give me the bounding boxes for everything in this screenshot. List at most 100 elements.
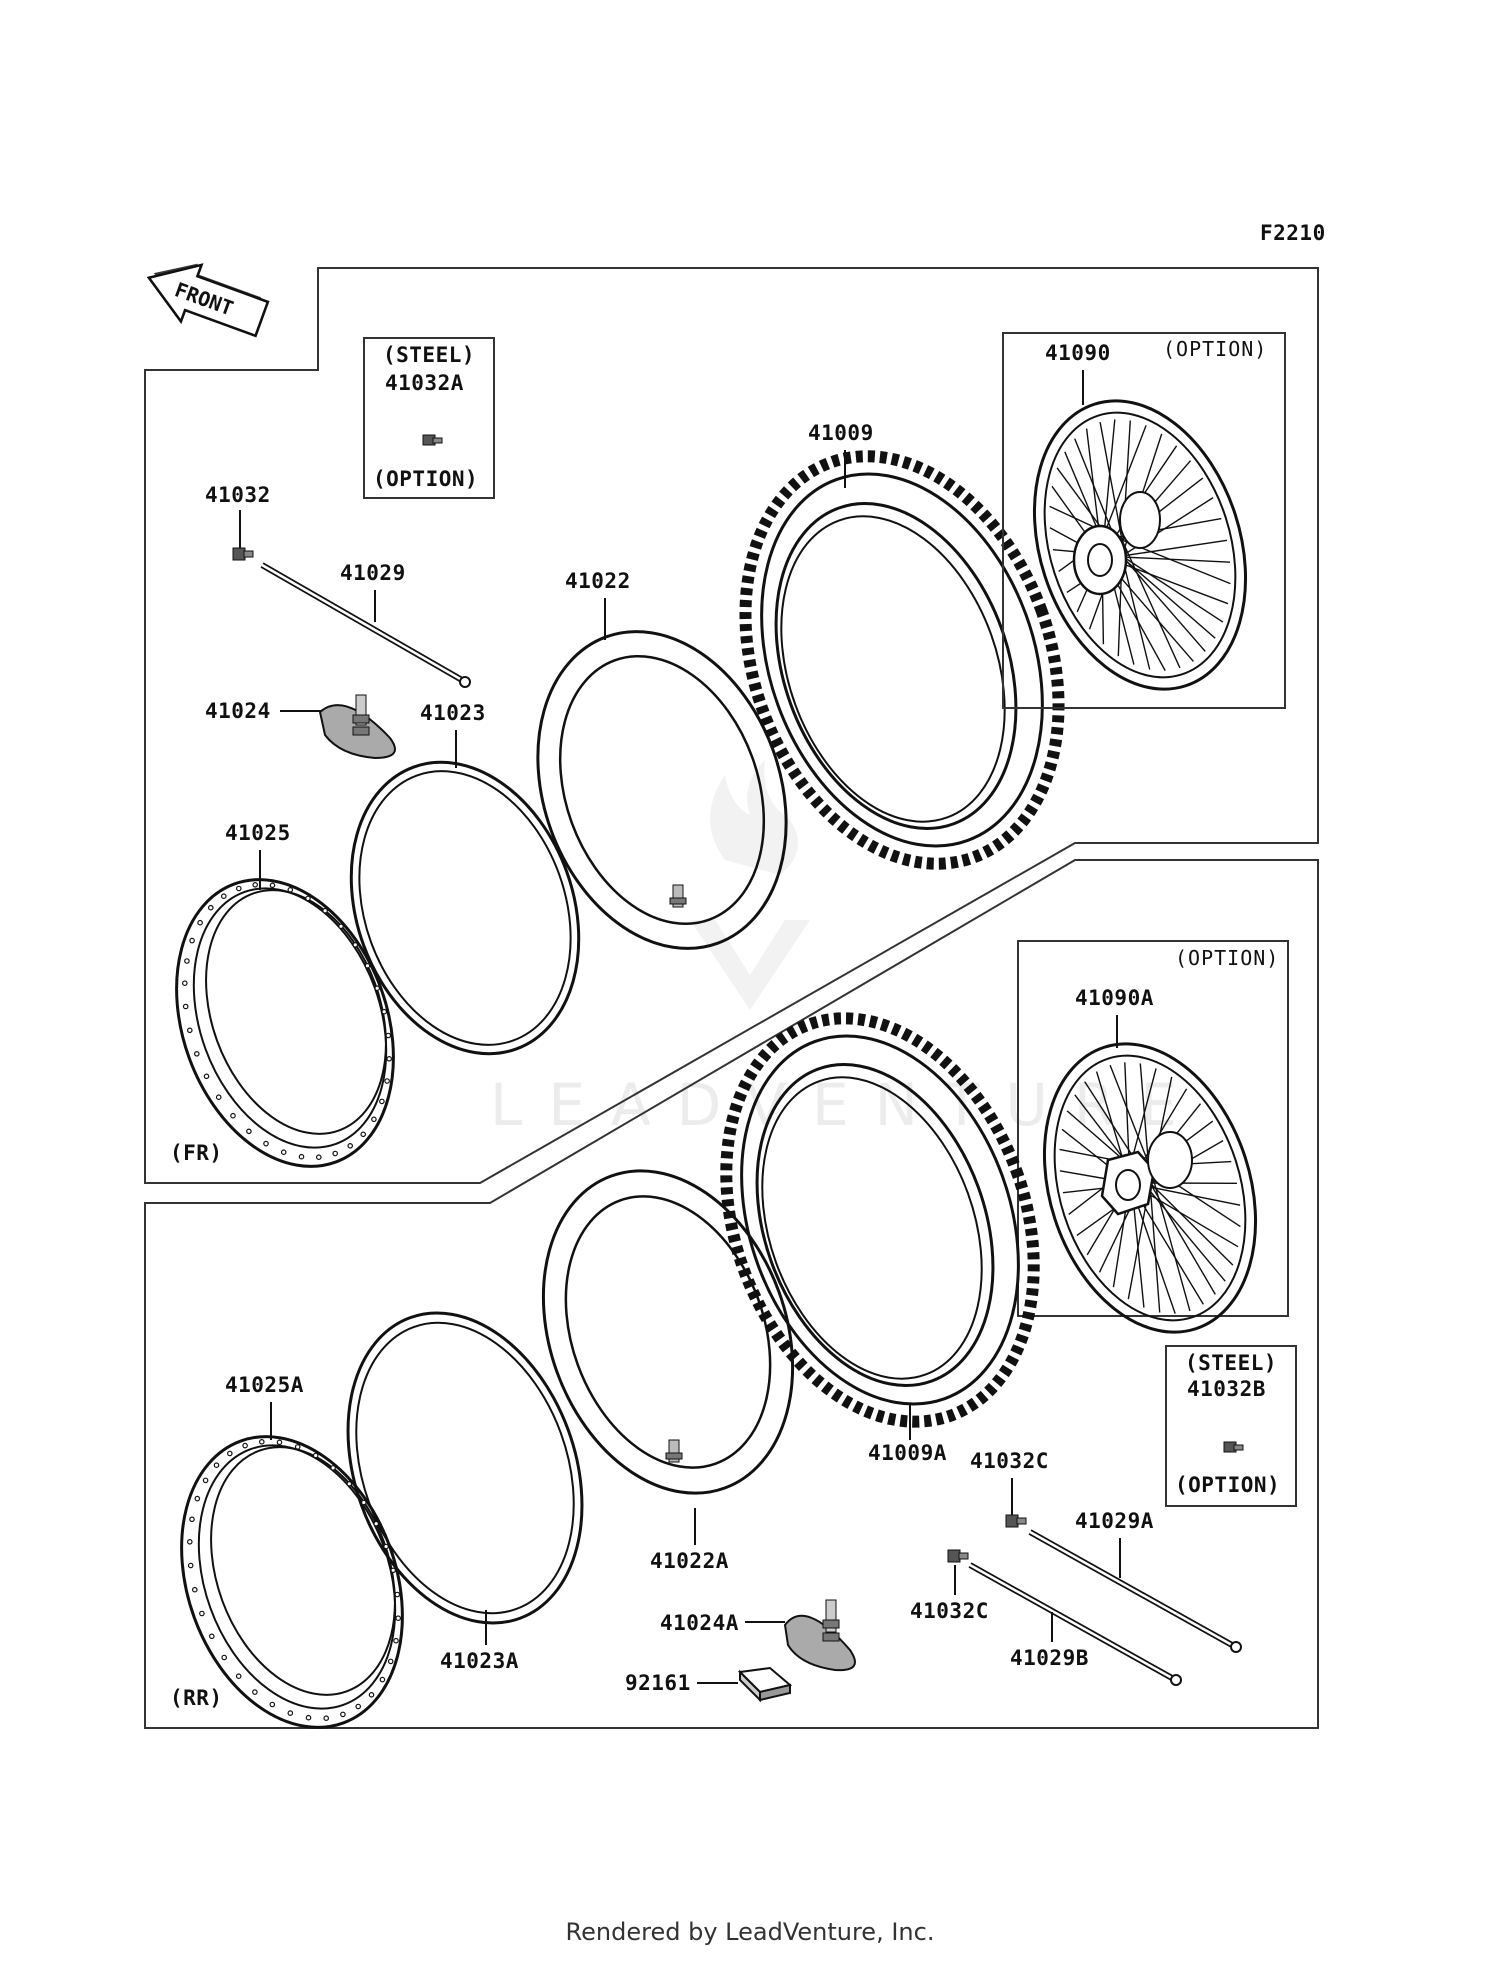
part-label-41029B: 41029B: [1010, 1646, 1089, 1670]
wheel-option-rear-note: (OPTION): [1175, 946, 1279, 970]
spoke-hole: [296, 1445, 300, 1449]
part-label-41029: 41029: [340, 561, 406, 585]
spoke-hole: [210, 1634, 214, 1638]
spoke-hole: [231, 1114, 235, 1118]
wheel-assembly-icon: [1009, 1016, 1291, 1359]
spoke-hole: [324, 1716, 328, 1720]
spoke-hole: [333, 1151, 337, 1155]
steel-option-front-top: (STEEL): [383, 343, 475, 367]
spoke-hole: [323, 909, 327, 913]
spoke-hole: [247, 1129, 251, 1133]
part-label-41025: 41025: [225, 821, 291, 845]
spoke-hole: [260, 1440, 264, 1444]
steel-option-rear-top: (STEEL): [1185, 1351, 1277, 1375]
spoke-hole: [195, 1496, 199, 1500]
spoke-hole: [185, 959, 189, 963]
wheel-option-front-note: (OPTION): [1163, 337, 1267, 361]
spoke-hole: [365, 964, 369, 968]
spoke-hole: [385, 1079, 389, 1083]
part-label-41022: 41022: [565, 569, 631, 593]
spoke-hole: [391, 1568, 395, 1572]
spoke-hole: [331, 1466, 335, 1470]
spoke-hole: [203, 1478, 207, 1482]
rim-lock-icon: [320, 695, 395, 758]
spoke-hole: [190, 938, 194, 942]
part-label-41032C-top: 41032C: [970, 1449, 1049, 1473]
spoke-line: [1122, 556, 1223, 622]
rim-strip-icon: [312, 730, 618, 1086]
spoke-hole: [396, 1616, 400, 1620]
spoke-hole: [222, 894, 226, 898]
watermark: LEADVENTURE: [490, 1071, 1203, 1139]
spoke-hole: [198, 921, 202, 925]
spoke-hole: [384, 1544, 388, 1548]
spoke-hole: [380, 1099, 384, 1103]
spoke-hole: [306, 896, 310, 900]
figure-code: F2210: [1260, 221, 1326, 245]
spoke-hole: [372, 1117, 376, 1121]
spoke-hole: [394, 1639, 398, 1643]
steel-option-front-bottom: (OPTION): [373, 467, 478, 491]
spoke-hole: [382, 1010, 386, 1014]
spoke-hole: [317, 1155, 321, 1159]
spoke-hole: [193, 1588, 197, 1592]
spoke-hole: [214, 1463, 218, 1467]
spoke-hole: [237, 1674, 241, 1678]
spoke-hole: [209, 906, 213, 910]
spoke-hole: [341, 1712, 345, 1716]
spoke-hole: [200, 1611, 204, 1615]
spoke-hole: [243, 1443, 247, 1447]
spoke-hole: [237, 886, 241, 890]
part-label-41009A: 41009A: [868, 1441, 947, 1465]
part-label-41009: 41009: [808, 421, 874, 445]
spoke-hole: [288, 1711, 292, 1715]
spoke-hole: [253, 1690, 257, 1694]
spoke-hole: [339, 924, 343, 928]
spoke-hole: [183, 981, 187, 985]
spoke-line: [1100, 422, 1122, 540]
front-direction-arrow-icon: FRONT: [139, 250, 272, 347]
spoke-hole: [189, 1563, 193, 1567]
spoke-hole: [361, 1132, 365, 1136]
spoke-hole: [288, 888, 292, 892]
rear-section-label: (RR): [170, 1686, 223, 1710]
spoke-hole: [386, 1033, 390, 1037]
steel-option-rear-bottom: (OPTION): [1175, 1473, 1280, 1497]
part-label-41029A: 41029A: [1075, 1509, 1154, 1533]
nipple-icon: [1006, 1515, 1026, 1527]
spoke-hole: [270, 883, 274, 887]
spoke-hole: [353, 943, 357, 947]
spoke-hole: [348, 1144, 352, 1148]
spoke-hole: [387, 1057, 391, 1061]
steel-option-front-part: 41032A: [385, 371, 464, 395]
spoke-hole: [369, 1693, 373, 1697]
rim-strip-icon: [307, 1280, 623, 1656]
spoke-hole: [204, 1074, 208, 1078]
part-label-41022A: 41022A: [650, 1549, 729, 1573]
part-label-41025A: 41025A: [225, 1373, 304, 1397]
spoke-hole: [356, 1704, 360, 1708]
spoke-hole: [264, 1141, 268, 1145]
spoke-icon: [1030, 1532, 1241, 1652]
spoke-hole: [282, 1150, 286, 1154]
spoke-hole: [188, 1028, 192, 1032]
wheel-option-rear-part: 41090A: [1075, 986, 1154, 1010]
spoke-hole: [362, 1500, 366, 1504]
spoke-hole: [375, 986, 379, 990]
part-label-41032C-bottom: 41032C: [910, 1599, 989, 1623]
footer-credit: Rendered by LeadVenture, Inc.: [0, 1918, 1500, 1946]
spoke-hole: [380, 1677, 384, 1681]
spoke-line: [1150, 1183, 1160, 1313]
spoke-hole: [314, 1453, 318, 1457]
spoke-hole: [395, 1592, 399, 1596]
part-label-41023: 41023: [420, 701, 486, 725]
spoke-hole: [222, 1655, 226, 1659]
spoke-hole: [190, 1517, 194, 1521]
wheel-option-front-part: 41090: [1045, 341, 1111, 365]
rim-lock-icon: [785, 1600, 855, 1670]
spoke-hole: [306, 1716, 310, 1720]
spoke-hole: [277, 1440, 281, 1444]
spoke-hole: [188, 1540, 192, 1544]
